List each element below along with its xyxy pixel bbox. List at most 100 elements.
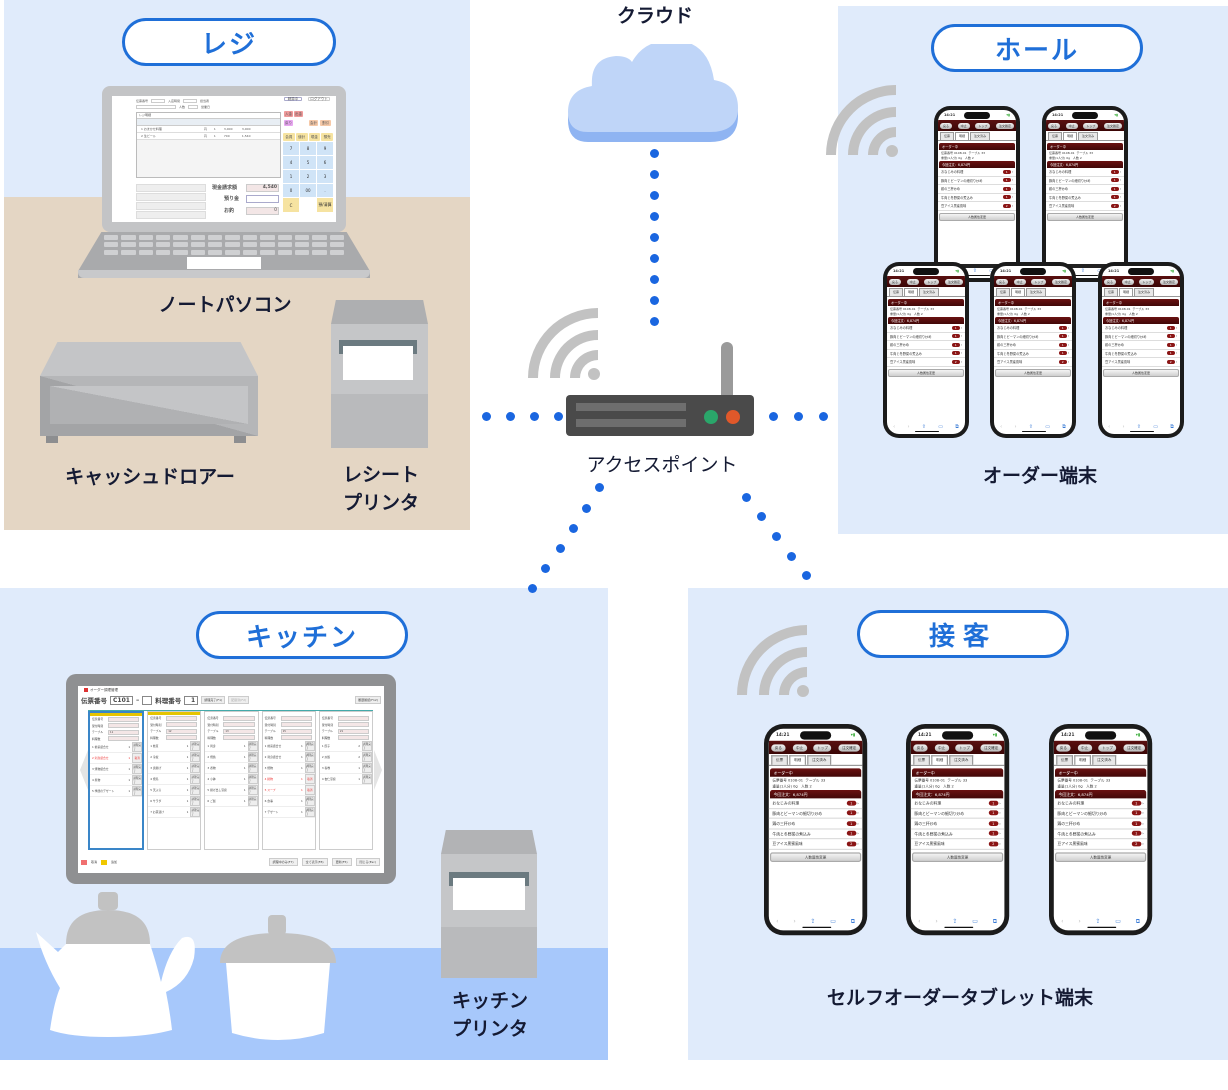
- top-button[interactable]: トップ: [1083, 122, 1099, 129]
- tab-slip[interactable]: 伝票: [771, 755, 789, 765]
- return-button[interactable]: 戻り: [284, 120, 293, 126]
- tab-slip[interactable]: 伝票: [1104, 288, 1119, 296]
- change-people-button[interactable]: 人数属性変更: [770, 851, 862, 862]
- tabs-icon[interactable]: ⧉: [1062, 424, 1066, 430]
- clear-key[interactable]: C: [283, 198, 299, 212]
- discount-button[interactable]: 割引: [320, 120, 331, 126]
- history-button[interactable]: 履歴確認(F12): [355, 696, 381, 704]
- register-tab[interactable]: レジ明細: [137, 113, 280, 119]
- tab-ordered[interactable]: 注文済み: [1078, 132, 1099, 140]
- key-dot[interactable]: .: [317, 184, 333, 197]
- top-button[interactable]: トップ: [975, 122, 991, 129]
- tab-slip[interactable]: 伝票: [996, 288, 1011, 296]
- tab-slip[interactable]: 伝票: [1048, 132, 1063, 140]
- bookmarks-icon[interactable]: ▭: [938, 424, 943, 430]
- tabs-icon[interactable]: ⧉: [850, 918, 856, 926]
- back-button[interactable]: 戻る: [996, 278, 1009, 285]
- item-status-button[interactable]: 調理完了: [190, 763, 201, 773]
- func-key[interactable]: 預売: [321, 133, 333, 141]
- cancel-button[interactable]: 中止: [1121, 278, 1134, 285]
- item-status-button[interactable]: 調理完了: [362, 774, 373, 784]
- item-status-button[interactable]: 取消: [304, 774, 315, 784]
- func-key[interactable]: 現金: [308, 133, 321, 141]
- change-people-button[interactable]: 人数属性変更: [912, 851, 1004, 862]
- top-button[interactable]: トップ: [955, 743, 974, 751]
- browser-back-icon[interactable]: ‹: [1061, 918, 1064, 926]
- back-button[interactable]: 戻る: [1048, 122, 1061, 129]
- cancel-button[interactable]: 中止: [934, 743, 949, 751]
- key-8[interactable]: 8: [300, 142, 316, 155]
- tab-ordered[interactable]: 注文済み: [807, 755, 832, 765]
- confirm-order-button[interactable]: 注文確定: [1103, 122, 1122, 129]
- item-status-button[interactable]: 調理完了: [247, 774, 258, 784]
- tab-details[interactable]: 明細: [1063, 132, 1078, 140]
- back-button[interactable]: 戻る: [771, 743, 786, 751]
- key-1[interactable]: 1: [283, 170, 299, 183]
- settle-key[interactable]: 預/清算: [317, 198, 333, 212]
- show-all-button[interactable]: 全て表示(F8): [301, 858, 328, 866]
- tab-details[interactable]: 明細: [955, 132, 970, 140]
- bookmarks-icon[interactable]: ▭: [830, 918, 836, 926]
- scroll-left-arrow[interactable]: [80, 750, 88, 790]
- item-status-button[interactable]: 調理完了: [247, 741, 258, 751]
- browser-back-icon[interactable]: ‹: [918, 918, 921, 926]
- func-key[interactable]: 値計: [295, 133, 308, 141]
- withdraw-button[interactable]: 出金: [294, 111, 303, 117]
- item-status-button[interactable]: 調理完了: [190, 741, 201, 751]
- share-icon[interactable]: ⇪: [972, 268, 977, 274]
- tab-details[interactable]: 明細: [904, 288, 919, 296]
- checkout-button[interactable]: 会計: [309, 120, 318, 126]
- confirm-order-button[interactable]: 注文確定: [980, 743, 1002, 751]
- item-status-button[interactable]: 調理完了: [190, 774, 201, 784]
- key-5[interactable]: 5: [300, 156, 316, 169]
- share-icon[interactable]: ⇪: [1028, 424, 1033, 430]
- tab-ordered[interactable]: 注文済み: [919, 288, 940, 296]
- change-people-button[interactable]: 人数属性変更: [995, 368, 1071, 377]
- share-icon[interactable]: ⇪: [952, 918, 958, 926]
- logout-button[interactable]: ログアウト: [308, 97, 330, 101]
- key-3[interactable]: 3: [317, 170, 333, 183]
- deposit-input[interactable]: [246, 195, 279, 203]
- cook-done-button[interactable]: 調理完了(F1): [201, 696, 226, 704]
- cancel-button[interactable]: 中止: [906, 278, 919, 285]
- tab-slip[interactable]: 伝票: [940, 132, 955, 140]
- confirm-order-button[interactable]: 注文確定: [1051, 278, 1070, 285]
- top-button[interactable]: トップ: [924, 278, 940, 285]
- refresh-button[interactable]: 更新(F5): [331, 858, 352, 866]
- bookmarks-icon[interactable]: ▭: [972, 918, 978, 926]
- cancel-button[interactable]: 中止: [957, 122, 970, 129]
- cooking-only-button[interactable]: 調理中のみ(F7): [268, 858, 298, 866]
- item-status-button[interactable]: 調理完了: [304, 796, 315, 806]
- item-status-button[interactable]: 取消: [304, 785, 315, 795]
- change-people-button[interactable]: 人数属性変更: [1047, 212, 1123, 221]
- tab-details[interactable]: 明細: [1074, 755, 1092, 765]
- back-button[interactable]: 戻る: [1104, 278, 1117, 285]
- deposit-in-button[interactable]: 入金: [284, 111, 293, 117]
- item-status-button[interactable]: 調理完了: [304, 752, 315, 762]
